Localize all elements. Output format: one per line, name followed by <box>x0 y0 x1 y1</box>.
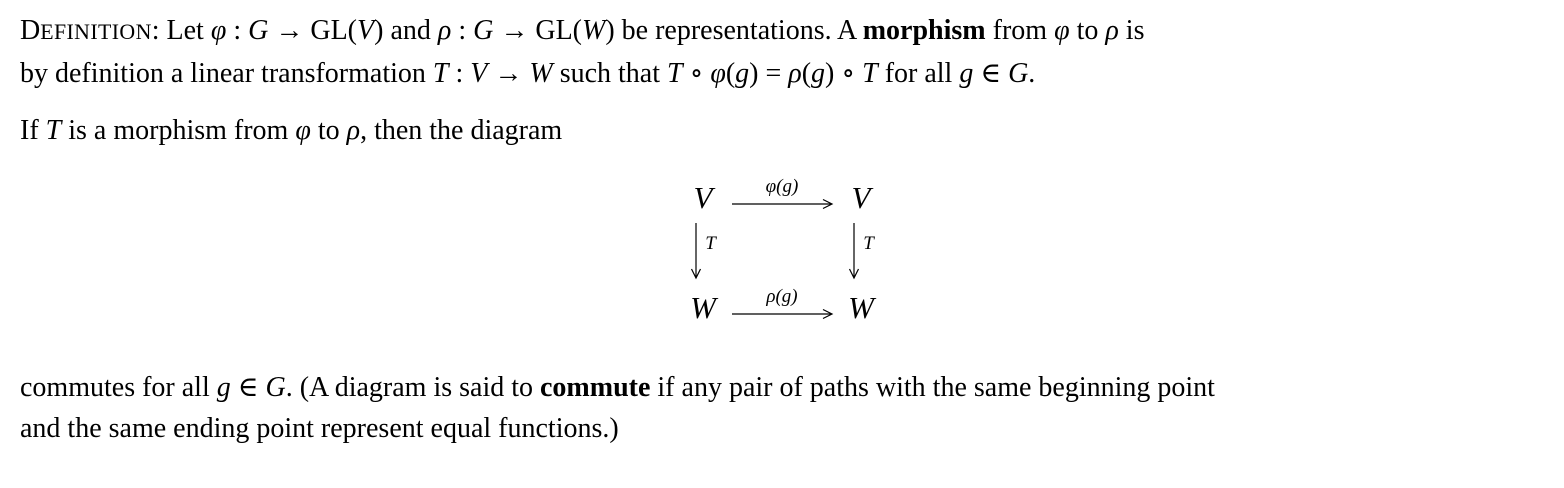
intro-line: If T is a morphism from φ to ρ, then the… <box>20 110 1544 151</box>
text-run: V <box>357 15 375 46</box>
text-run: commutes for all <box>20 372 217 403</box>
text-run: W <box>529 58 553 89</box>
text-run: ∘ <box>682 58 711 89</box>
text-run: T <box>45 115 62 146</box>
left-arrow: T <box>680 221 726 285</box>
commutative-diagram: V φ(g) V T T W ρ(g) <box>680 175 884 331</box>
text-run: to <box>310 115 347 146</box>
top-arrow-label: φ(g) <box>765 176 799 197</box>
text-run: ∈ <box>230 372 266 403</box>
text-run: for all <box>877 58 960 89</box>
text-run: D <box>20 15 41 46</box>
text-run: is <box>1118 15 1145 46</box>
right-arrow-icon <box>732 198 834 210</box>
text-run: → GL( <box>493 15 583 46</box>
text-run: . <box>1028 58 1036 89</box>
text-run: : <box>226 15 249 46</box>
commutes-line-1: commutes for all g ∈ G. (A diagram is sa… <box>20 367 1544 408</box>
down-arrow-icon <box>691 223 702 280</box>
text-run: morphism <box>862 15 986 46</box>
text-run: from <box>985 15 1055 46</box>
text-run: ) ∘ <box>825 58 863 89</box>
text-run: φ <box>295 115 311 146</box>
commutes-line-2: and the same ending point represent equa… <box>20 408 1544 449</box>
text-run: → <box>487 58 530 89</box>
text-run: ρ <box>1105 15 1119 46</box>
text-run: . (A diagram is said to <box>285 372 540 403</box>
text-run: T <box>862 58 878 89</box>
right-arrow: T <box>838 221 884 285</box>
text-run: g <box>811 58 826 89</box>
commutes-paragraph: commutes for all g ∈ G. (A diagram is sa… <box>20 367 1544 449</box>
text-run: EFINITION <box>40 20 152 44</box>
intro-paragraph: If T is a morphism from φ to ρ, then the… <box>20 110 1544 151</box>
text-run: by definition a linear transformation <box>20 58 433 89</box>
text-run: to <box>1069 15 1106 46</box>
text-run: ρ <box>788 58 802 89</box>
text-run: φ <box>710 58 726 89</box>
text-run: ρ <box>437 15 452 46</box>
text-run: T <box>432 58 449 89</box>
text-run: : <box>451 15 474 46</box>
text-run: , then the diagram <box>360 115 563 146</box>
text-run: ) and <box>374 15 438 46</box>
diagram-node-top-right: V <box>851 180 871 215</box>
text-run: and the same ending point represent equa… <box>20 413 619 444</box>
text-run: ( <box>725 58 736 89</box>
text-run: T <box>667 58 683 89</box>
text-run: G <box>248 15 269 46</box>
text-run: G <box>265 372 286 403</box>
text-run: g <box>735 58 750 89</box>
definition-line-2: by definition a linear transformation T … <box>20 53 1544 94</box>
text-run: G <box>473 15 494 46</box>
bottom-arrow-label: ρ(g) <box>766 286 798 307</box>
text-run: φ <box>210 15 227 46</box>
text-run: g <box>216 372 231 403</box>
right-arrow-icon <box>732 308 834 320</box>
bottom-arrow: ρ(g) <box>726 285 838 331</box>
text-run: is a morphism from <box>61 115 296 146</box>
text-run: g <box>959 58 974 89</box>
text-run: → GL( <box>268 15 358 46</box>
text-run: V <box>470 58 488 89</box>
right-arrow-label: T <box>863 233 874 254</box>
text-run: ∈ <box>973 58 1009 89</box>
text-run: W <box>582 15 606 46</box>
definition-line-1: DEFINITION: Let φ : G → GL(V) and ρ : G … <box>20 10 1544 53</box>
definition-paragraph: DEFINITION: Let φ : G → GL(V) and ρ : G … <box>20 10 1544 94</box>
diagram-node-bottom-right: W <box>848 290 874 325</box>
text-run: ρ <box>346 115 361 146</box>
text-run: ) be representations. A <box>605 15 863 46</box>
text-run: if any pair of paths with the same begin… <box>650 372 1215 403</box>
down-arrow-icon <box>849 223 860 280</box>
text-run: commute <box>540 372 651 403</box>
diagram-node-bottom-left: W <box>690 290 716 325</box>
text-run: : <box>448 58 471 89</box>
text-run: G <box>1008 58 1029 89</box>
text-run: : Let <box>151 15 211 46</box>
diagram-center-space <box>726 221 838 285</box>
text-run: If <box>20 115 46 146</box>
text-run: φ <box>1054 15 1070 46</box>
left-arrow-label: T <box>705 233 716 254</box>
text-run: such that <box>552 58 667 89</box>
top-arrow: φ(g) <box>726 175 838 221</box>
diagram-node-top-left: V <box>693 180 713 215</box>
text-run: ( <box>801 58 812 89</box>
text-run: ) = <box>749 58 789 89</box>
